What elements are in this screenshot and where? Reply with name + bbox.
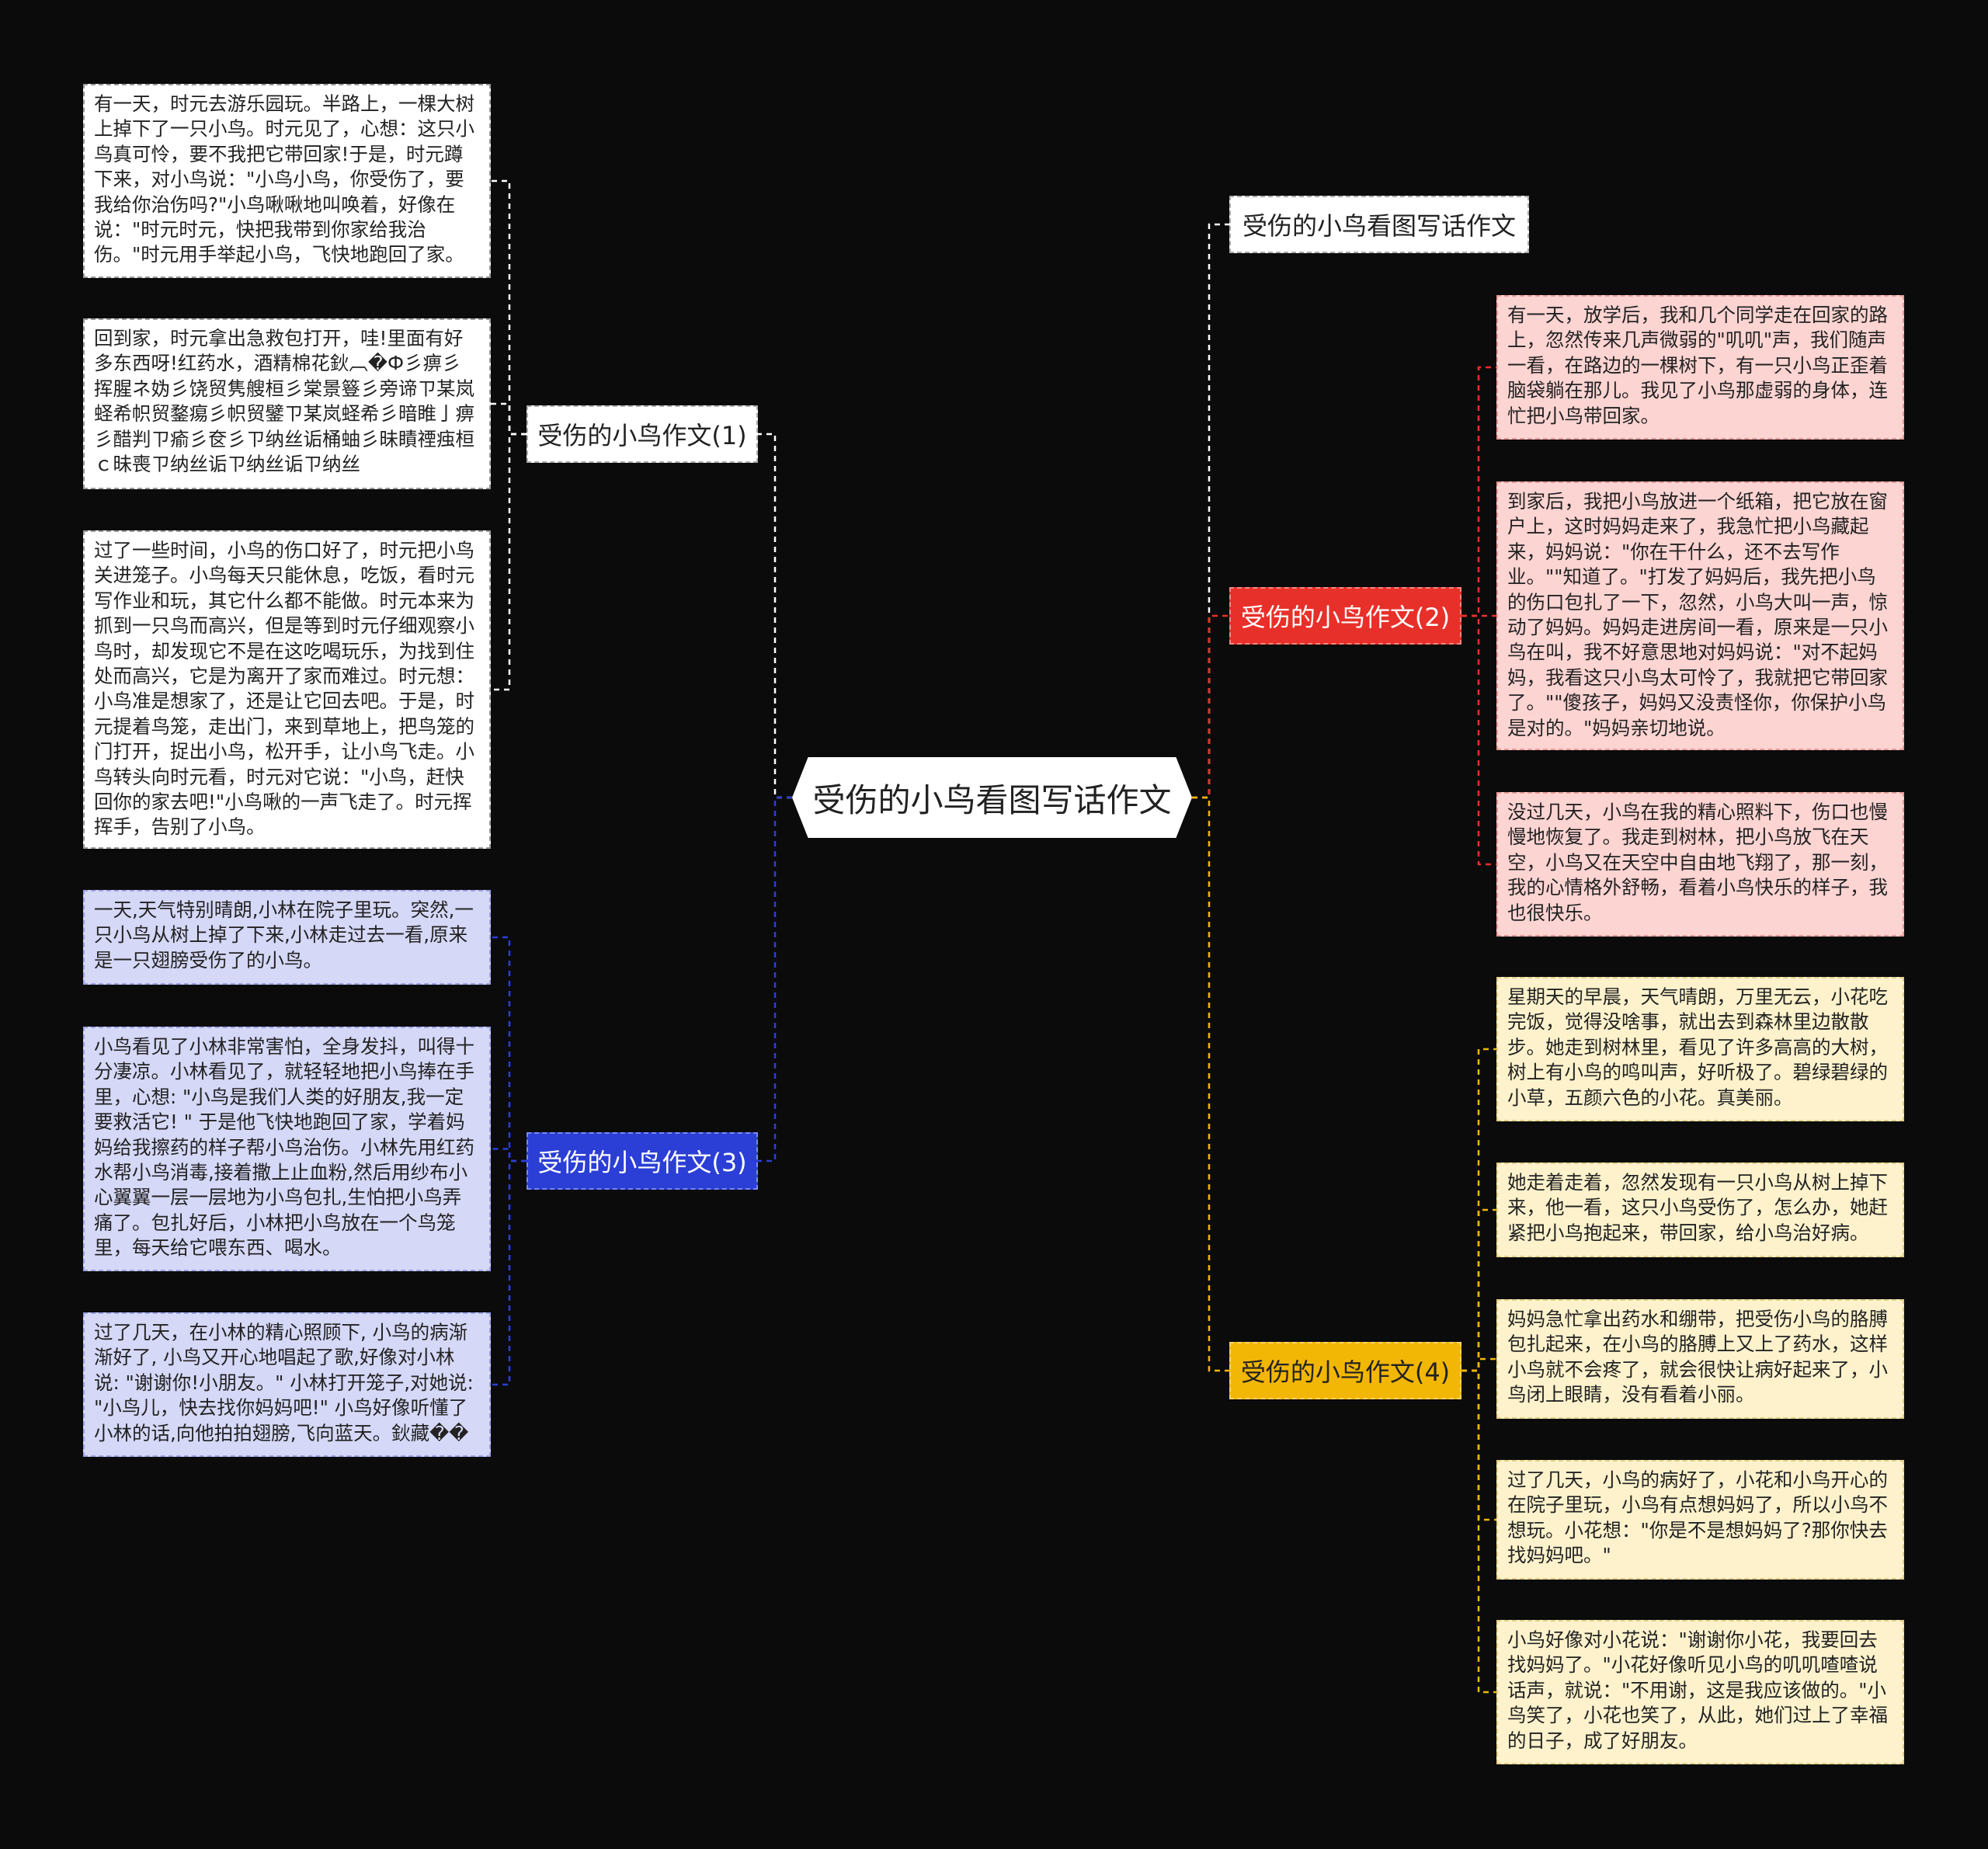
leaf-essay-1-para-1: 有一天，时元去游乐园玩。半路上，一棵大树上掉下了一只小鸟。时元见了，心想：这只小… — [83, 84, 491, 278]
leaf-essay-1-para-3: 过了一些时间，小鸟的伤口好了，时元把小鸟关进笼子。小鸟每天只能休息，吃饭，看时元… — [83, 530, 491, 849]
leaf-essay-3-para-1: 一天,天气特别晴朗,小林在院子里玩。突然,一只小鸟从树上掉了下来,小林走过去一看… — [83, 890, 491, 985]
leaf-essay-2-para-2: 到家后，我把小鸟放进一个纸箱，把它放在窗户上，这时妈妈走来了，我急忙把小鸟藏起来… — [1496, 481, 1904, 750]
leaf-essay-3-para-3: 过了几天，在小林的精心照顾下, 小鸟的病渐渐好了, 小鸟又开心地唱起了歌,好像对… — [83, 1312, 491, 1457]
connector-t1-leaf-0 — [491, 179, 527, 436]
connector-root-t4 — [1192, 796, 1229, 1372]
topic-essay-4[interactable]: 受伤的小鸟作文(4) — [1229, 1342, 1461, 1399]
connector-root-t2 — [1192, 614, 1229, 799]
connector-t3-leaf-1 — [491, 1148, 527, 1163]
leaf-essay-3-para-2: 小鸟看见了小林非常害怕，全身发抖，叫得十分凄凉。小林看见了，就轻轻地把小鸟捧在手… — [83, 1027, 491, 1271]
leaf-essay-1-para-2: 回到家，时元拿出急救包打开，哇!里面有好多东西呀!红药水，酒精棉花鈥︹�Ф彡痹彡… — [83, 318, 491, 489]
connector-root-t1 — [758, 433, 792, 799]
connector-t3-leaf-2 — [491, 1159, 527, 1386]
connector-t4-leaf-1 — [1461, 1208, 1496, 1372]
root-node[interactable]: 受伤的小鸟看图写话作文 — [792, 757, 1192, 838]
connector-t3-leaf-0 — [491, 936, 527, 1163]
topic-essay-1[interactable]: 受伤的小鸟作文(1) — [527, 405, 758, 463]
leaf-essay-4-para-2: 她走着走着，忽然发现有一只小鸟从树上掉下来，他一看，这只小鸟受伤了，怎么办，她赶… — [1496, 1163, 1904, 1257]
connector-t4-leaf-4 — [1461, 1369, 1496, 1694]
connector-t1-leaf-2 — [491, 433, 527, 691]
topic-essay-2[interactable]: 受伤的小鸟作文(2) — [1229, 587, 1461, 645]
leaf-essay-2-para-3: 没过几天，小鸟在我的精心照料下，伤口也慢慢地恢复了。我走到树林，把小鸟放飞在天空… — [1496, 792, 1904, 937]
leaf-essay-4-para-1: 星期天的早晨，天气晴朗，万里无云，小花吃完饭，觉得没啥事，就出去到森林里边散散步… — [1496, 977, 1904, 1121]
connector-t1-leaf-1 — [491, 402, 527, 436]
connector-t2-leaf-0 — [1461, 366, 1496, 617]
topic-essay-3[interactable]: 受伤的小鸟作文(3) — [527, 1132, 758, 1190]
connector-t4-leaf-0 — [1461, 1048, 1496, 1372]
connector-t4-leaf-2 — [1461, 1357, 1496, 1372]
connector-root-t3 — [758, 796, 792, 1163]
connector-t4-leaf-3 — [1461, 1369, 1496, 1521]
leaf-essay-2-para-1: 有一天，放学后，我和几个同学走在回家的路上，忽然传来几声微弱的"叽叽"声，我们随… — [1496, 295, 1904, 440]
connector-root-t0 — [1192, 223, 1229, 799]
leaf-essay-4-para-3: 妈妈急忙拿出药水和绷带，把受伤小鸟的胳膊包扎起来，在小鸟的胳膊上又上了药水，这样… — [1496, 1299, 1904, 1419]
topic-title[interactable]: 受伤的小鸟看图写话作文 — [1229, 196, 1529, 253]
leaf-essay-4-para-5: 小鸟好像对小花说："谢谢你小花，我要回去找妈妈了。"小花好像听见小鸟的叽叽喳喳说… — [1496, 1620, 1904, 1764]
connector-t2-leaf-2 — [1461, 614, 1496, 866]
leaf-essay-4-para-4: 过了几天，小鸟的病好了，小花和小鸟开心的在院子里玩，小鸟有点想妈妈了，所以小鸟不… — [1496, 1460, 1904, 1580]
